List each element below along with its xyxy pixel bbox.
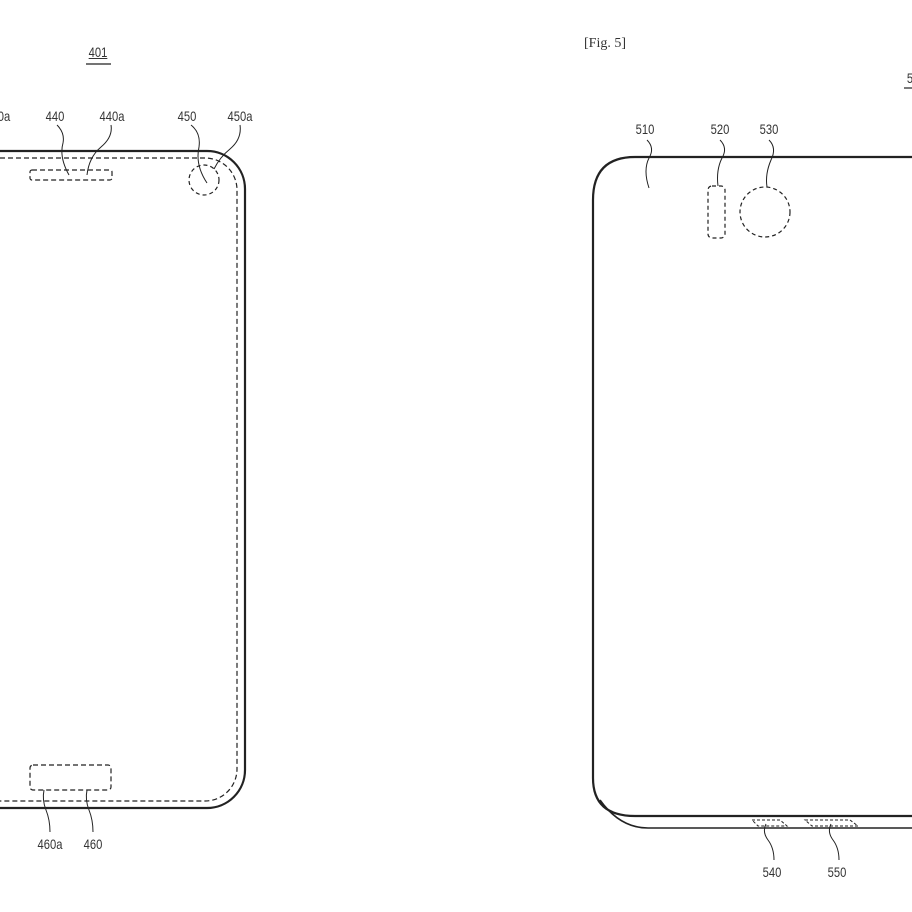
leader-440 xyxy=(56,124,70,176)
phone-front-outline xyxy=(0,149,247,810)
port-540 xyxy=(750,819,789,827)
label-450: 450 xyxy=(177,108,197,124)
leader-440a xyxy=(86,124,112,176)
flash-520 xyxy=(707,185,726,239)
phone-front-drawing xyxy=(0,63,247,833)
label-530: 530 xyxy=(759,121,779,137)
figure-caption: [Fig. 5] xyxy=(584,36,626,51)
camera-530 xyxy=(739,186,791,238)
label-460: 460 xyxy=(83,836,103,852)
display-area-dashed xyxy=(0,157,238,802)
home-button-460 xyxy=(29,764,112,791)
label-450a: 450a xyxy=(227,108,253,124)
label-430a: 0a xyxy=(0,108,11,124)
port-550 xyxy=(803,819,860,827)
leader-450 xyxy=(190,124,208,184)
leader-450a xyxy=(213,124,241,170)
label-550: 550 xyxy=(827,864,847,880)
phone-back-lower-edge xyxy=(599,799,912,829)
leader-530 xyxy=(766,139,775,188)
leader-520 xyxy=(717,139,726,187)
label-440a: 440a xyxy=(99,108,125,124)
ref-5xx: 5 xyxy=(907,70,912,86)
label-460a: 460a xyxy=(37,836,63,852)
ref-401: 401 xyxy=(88,44,108,60)
label-520: 520 xyxy=(710,121,730,137)
label-510: 510 xyxy=(635,121,655,137)
leader-540 xyxy=(763,823,775,861)
label-440: 440 xyxy=(45,108,65,124)
leader-460a xyxy=(42,789,51,833)
camera-450 xyxy=(188,164,220,196)
phone-back-outline xyxy=(591,155,912,818)
leader-460 xyxy=(85,789,94,833)
label-540: 540 xyxy=(762,864,782,880)
speaker-440 xyxy=(29,169,113,181)
phone-back-drawing xyxy=(591,87,912,861)
leader-510 xyxy=(645,139,653,189)
leader-550 xyxy=(828,823,840,861)
